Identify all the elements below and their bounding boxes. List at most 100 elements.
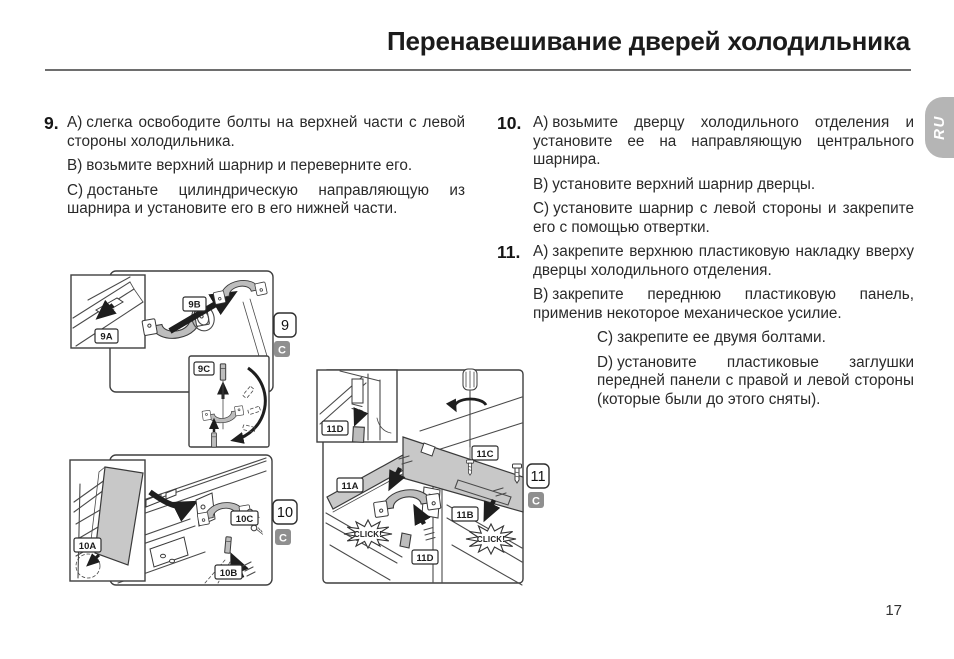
step-text: закрепите верхнюю пластиковую накладку в…	[533, 243, 914, 279]
item-number: 9.	[44, 113, 59, 133]
callout-label-9a: 9A	[94, 328, 119, 344]
figure-step-badge-11c: C	[528, 492, 544, 508]
door-panel	[94, 466, 144, 566]
callout-label-11c: 11C	[471, 445, 499, 461]
svg-text:9B: 9B	[188, 300, 200, 311]
callout-label-9b: 9B	[182, 296, 207, 312]
plug-inset-11d: 11D	[316, 369, 398, 443]
instruction-step: С)закрепите ее двумя болтами.	[597, 329, 914, 348]
callout-label-9c: 9C	[193, 361, 215, 376]
page-title: Перенавешивание дверей холодильника	[387, 26, 910, 56]
step-label: В)	[533, 286, 549, 303]
svg-text:11D: 11D	[417, 553, 434, 564]
figure-step-badge-9c: C	[274, 341, 290, 357]
callout-label-10b: 10B	[214, 564, 243, 580]
instruction-step: В)закрепите переднюю пластиковую панель,…	[533, 286, 914, 323]
curved-arrow	[148, 489, 199, 522]
svg-text:CLICK!: CLICK!	[477, 535, 505, 544]
step-label: А)	[533, 243, 549, 260]
hatch-marks	[398, 455, 413, 465]
figure-ref-10: 10	[272, 499, 298, 525]
step-text: возьмите верхний шарнир и переверните ег…	[86, 157, 413, 174]
panel-recess	[454, 479, 512, 506]
instruction-step: D)установите пластиковые заглушки передн…	[597, 354, 914, 410]
arrow	[95, 299, 117, 320]
press-arrow	[413, 503, 431, 526]
svg-text:11: 11	[530, 469, 545, 485]
pin-detail-inset-9c: 9C	[188, 355, 270, 448]
screwdriver-icon	[445, 368, 488, 462]
step-text: возьмите дверцу холодильного отделения и…	[533, 114, 914, 168]
step-label: В)	[67, 157, 83, 174]
slot	[165, 488, 177, 500]
plastic-plug	[352, 426, 365, 443]
svg-text:C: C	[278, 345, 286, 357]
right-column: 10. А)возьмите дверцу холодильного отдел…	[497, 113, 914, 415]
figure-11-diagram: CLICK! CLICK! 11A 11C 11B 11D	[316, 368, 550, 586]
svg-text:9C: 9C	[198, 364, 210, 375]
instruction-step: А)закрепите верхнюю пластиковую накладку…	[533, 243, 914, 280]
instruction-item-11: 11. А)закрепите верхнюю пластиковую накл…	[497, 242, 914, 410]
step-text: закрепите переднюю пластиковую панель, п…	[533, 286, 914, 322]
step-label: С)	[597, 329, 614, 346]
instruction-step: С)установите шарнир с левой стороны и за…	[533, 200, 914, 237]
step-label: D)	[597, 353, 614, 371]
instruction-step: С)достаньте цилиндрическую направляющую …	[67, 182, 465, 219]
front-panel	[402, 436, 524, 513]
callout-label-11a: 11A	[336, 477, 364, 493]
step-text: слегка освободите болты на верхней части…	[67, 114, 465, 150]
instruction-item-9: 9. А)слегка освободите болты на верхней …	[44, 113, 465, 219]
title-divider	[45, 69, 911, 71]
figure-step-badge-10c: C	[275, 529, 291, 545]
click-burst: CLICK!	[344, 520, 392, 548]
callout-label-10c: 10C	[230, 510, 259, 526]
figure-10-diagram: 10C 10B 10A	[69, 454, 298, 586]
callout-label-11d: 11D	[411, 549, 439, 565]
instruction-item-10: 10. А)возьмите дверцу холодильного отдел…	[497, 113, 914, 237]
callout-label-10a: 10A	[73, 537, 102, 553]
hatch-marks	[242, 561, 256, 577]
svg-text:11B: 11B	[457, 510, 474, 521]
leader-lines	[242, 298, 268, 357]
arrow	[86, 553, 101, 567]
door-removal-inset-10a: 10A	[69, 459, 146, 582]
panel-notch	[420, 442, 436, 457]
rotation-arrow	[445, 397, 488, 413]
figure-ref-11: 11	[526, 463, 550, 489]
left-column: 9. А)слегка освободите болты на верхней …	[44, 113, 465, 225]
step-text: установите верхний шарнир дверцы.	[552, 175, 816, 193]
instruction-step: В)установите верхний шарнир дверцы.	[533, 176, 914, 195]
figure-9-diagram: 9A 9B 9C	[70, 270, 297, 448]
callout-label-11b: 11B	[451, 506, 479, 522]
language-tab-label: RU	[930, 115, 948, 140]
press-arrow	[483, 499, 501, 523]
page-number: 17	[885, 602, 902, 619]
step-text: установите пластиковые заглушки передней…	[597, 353, 914, 408]
figure-ref-9: 9	[273, 312, 297, 338]
hatch-marks	[492, 487, 507, 497]
pin-icon	[219, 363, 227, 381]
step-text: достаньте цилиндрическую направляющую из…	[67, 181, 465, 218]
pin-icon	[224, 536, 232, 554]
instruction-step: В)возьмите верхний шарнир и переверните …	[67, 157, 465, 176]
click-burst: CLICK!	[466, 524, 516, 554]
svg-text:10C: 10C	[236, 514, 254, 525]
pin-icon	[211, 432, 217, 448]
svg-text:C: C	[532, 496, 540, 508]
svg-text:11C: 11C	[477, 449, 494, 460]
instruction-step: А)возьмите дверцу холодильного отделения…	[533, 114, 914, 170]
step-label: А)	[533, 114, 549, 131]
step-text: закрепите ее двумя болтами.	[617, 329, 826, 346]
rotate-arrow	[230, 366, 267, 444]
hatch-marks	[423, 526, 436, 541]
fridge-corner-inset-9a: 9A	[70, 274, 146, 349]
instruction-step: А)слегка освободите болты на верхней час…	[67, 114, 465, 151]
step-label: В)	[533, 175, 549, 193]
svg-text:11A: 11A	[342, 481, 359, 492]
bracket-plate	[149, 536, 189, 568]
item-number: 10.	[497, 113, 522, 133]
step-label: А)	[67, 114, 83, 131]
language-tab-ru: RU	[925, 97, 954, 158]
svg-text:9A: 9A	[100, 332, 112, 343]
